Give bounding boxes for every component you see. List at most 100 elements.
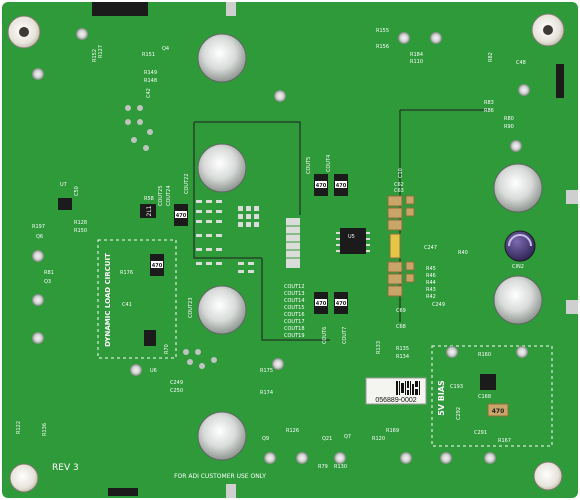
via [32,332,44,344]
refdes-c48: C48 [516,60,526,66]
refdes-q4: Q4 [162,46,169,52]
right-jack-upper [566,190,578,204]
refdes-cout7: COUT7 [342,327,348,344]
terminal-post-3 [197,285,247,335]
ic-u6 [144,330,156,346]
resistor-2l1 [140,204,156,218]
refdes-r167: R167 [498,438,511,444]
refdes-c63: C63 [394,188,404,194]
refdes-r45: R45 [426,266,436,272]
refdes-u6: U6 [150,368,157,374]
refdes-r127: R127 [98,45,104,58]
refdes-r148: R148 [144,78,157,84]
bias-title: 5V BIAS [437,380,446,416]
ic-u7 [58,198,72,210]
terminal-post-4 [197,411,247,461]
refdes-q9: Q9 [262,436,269,442]
top-jack [226,2,236,16]
via [446,346,458,358]
mounting-hole-top-left-inner [19,27,29,37]
refdes-c291: C291 [474,430,487,436]
refdes-r174: R174 [260,390,273,396]
refdes-cout5: COUT5 [306,157,312,174]
right-jack-lower [566,300,578,314]
refdes-r160: R160 [478,352,491,358]
refdes-c69: C69 [396,308,406,314]
refdes-r176: R176 [120,270,133,276]
serial-number: 056889-0002 [375,397,416,404]
refdes-c249: C249 [432,302,445,308]
controller-ic-pins [336,232,370,252]
refdes-r120: R120 [372,436,385,442]
refdes-r136: R136 [42,423,48,436]
via [398,32,410,44]
refdes-r169: R169 [386,428,399,434]
refdes-r86: R86 [484,108,494,114]
cap-marking-3: 470 [176,213,187,219]
refdes-c249: C249 [170,380,183,386]
via-cluster-left [125,105,217,369]
via [484,452,496,464]
refdes-cout6: COUT6 [322,327,328,344]
refdes-c168: C168 [478,394,491,400]
bias-ic [480,374,496,390]
cap-marking-4: 470 [316,301,327,307]
via [272,358,284,370]
refdes-r42: R42 [426,294,436,300]
refdes-cout14: COUT14 [284,298,305,304]
refdes-c247: C247 [424,245,437,251]
refdes-cout12: COUT12 [284,284,305,290]
test-point-vias [32,28,530,464]
refdes-c250: C250 [170,388,183,394]
mounting-hole-bottom-right [533,461,563,491]
via [76,28,88,40]
refdes-c50: C50 [74,186,80,196]
cap-marking-2: 470 [336,183,347,189]
refdes-r122: R122 [16,421,22,434]
refdes-r197: R197 [32,224,45,230]
via [518,84,530,96]
resistor-array [286,218,300,268]
refdes-cout19: COUT19 [284,333,305,339]
via [130,364,142,376]
dynamic-load-outline [97,239,177,359]
refdes-r46: R46 [426,273,436,279]
terminal-post-1 [197,33,247,83]
refdes-r80: R80 [504,116,514,122]
refdes-r40: R40 [458,250,468,256]
refdes-r83: R83 [484,100,494,106]
capacitor-vent [508,234,532,247]
mounting-hole-top-right-inner [543,25,553,35]
mounting-hole-bottom-left [9,463,39,493]
via [400,452,412,464]
output-capacitors: 470 470 470 470 470 470 [150,174,348,314]
refdes-r43: R43 [426,287,436,293]
refdes-r150: R150 [74,228,87,234]
cap-marking-1: 470 [316,183,327,189]
refdes-cout22: COUT22 [184,173,190,194]
refdes-q21: Q21 [322,436,332,442]
terminal-post-6 [493,275,543,325]
refdes-c10: C10 [398,168,404,178]
terminal-post-2 [197,143,247,193]
refdes-c193: C193 [450,384,463,390]
via [274,90,286,102]
usage-note: FOR ADI CUSTOMER USE ONLY [174,473,266,480]
top-header-connector [92,2,148,16]
refdes-cout4: COUT4 [326,155,332,172]
refdes-q7: Q7 [344,434,351,440]
via [516,346,528,358]
refdes-c62: C62 [394,182,404,188]
refdes-c292: C292 [456,407,462,420]
refdes-r90: R90 [504,124,514,130]
refdes-r130: R130 [334,464,347,470]
via [334,452,346,464]
via [510,140,522,152]
refdes-r79: R79 [318,464,328,470]
cap-marking-6: 470 [152,263,163,269]
refdes-cin2: CIN2 [512,264,524,270]
refdes-r152: R152 [92,49,98,62]
revision-label: REV 3 [52,463,79,473]
refdes-cout25: COUT25 [158,185,164,206]
